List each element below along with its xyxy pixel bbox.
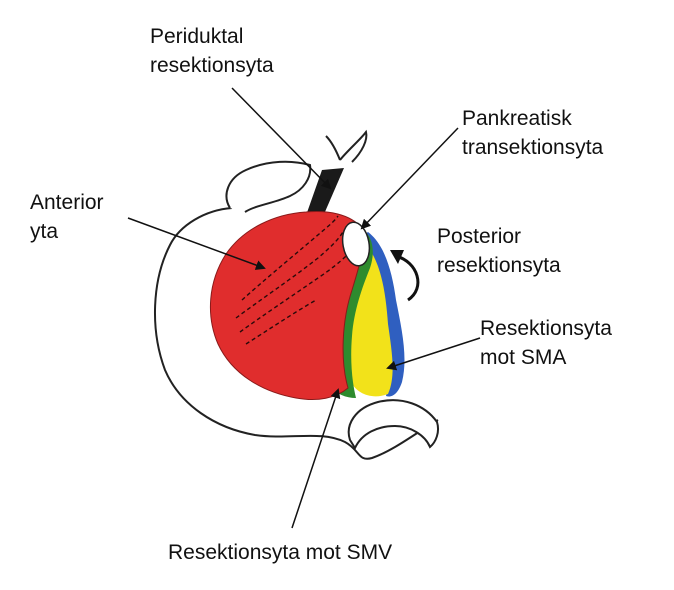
rotate-arrow xyxy=(395,254,420,302)
label-posterior: Posterior resektionsyta xyxy=(437,225,561,277)
bile-duct-branch xyxy=(325,129,368,163)
label-anterior: Anterior yta xyxy=(30,191,104,243)
pancreatic-duct-dashes xyxy=(235,215,347,345)
label-sma: Resektionsyta mot SMA xyxy=(480,317,612,369)
duodenum-outline xyxy=(154,207,439,460)
label-pancreatic: Pankreatisk transektionsyta xyxy=(462,107,604,159)
pointer-smv xyxy=(291,388,341,529)
label-smv: Resektionsyta mot SMV xyxy=(168,541,393,564)
pointer-sma xyxy=(386,337,481,371)
rotate-arrow-head xyxy=(390,250,404,264)
anterior-surface xyxy=(209,211,364,401)
posterior-margin-surface xyxy=(362,232,405,397)
duodenum-lower-loop xyxy=(347,399,440,451)
pointer-pancreatic xyxy=(360,127,459,230)
pancreatic-transection-surface xyxy=(341,221,371,267)
label-periductal: Periduktal resektionsyta xyxy=(150,25,274,77)
pointer-anterior xyxy=(127,217,266,270)
duodenum-upper-loop xyxy=(225,160,312,213)
pointer-periductal xyxy=(231,87,332,190)
